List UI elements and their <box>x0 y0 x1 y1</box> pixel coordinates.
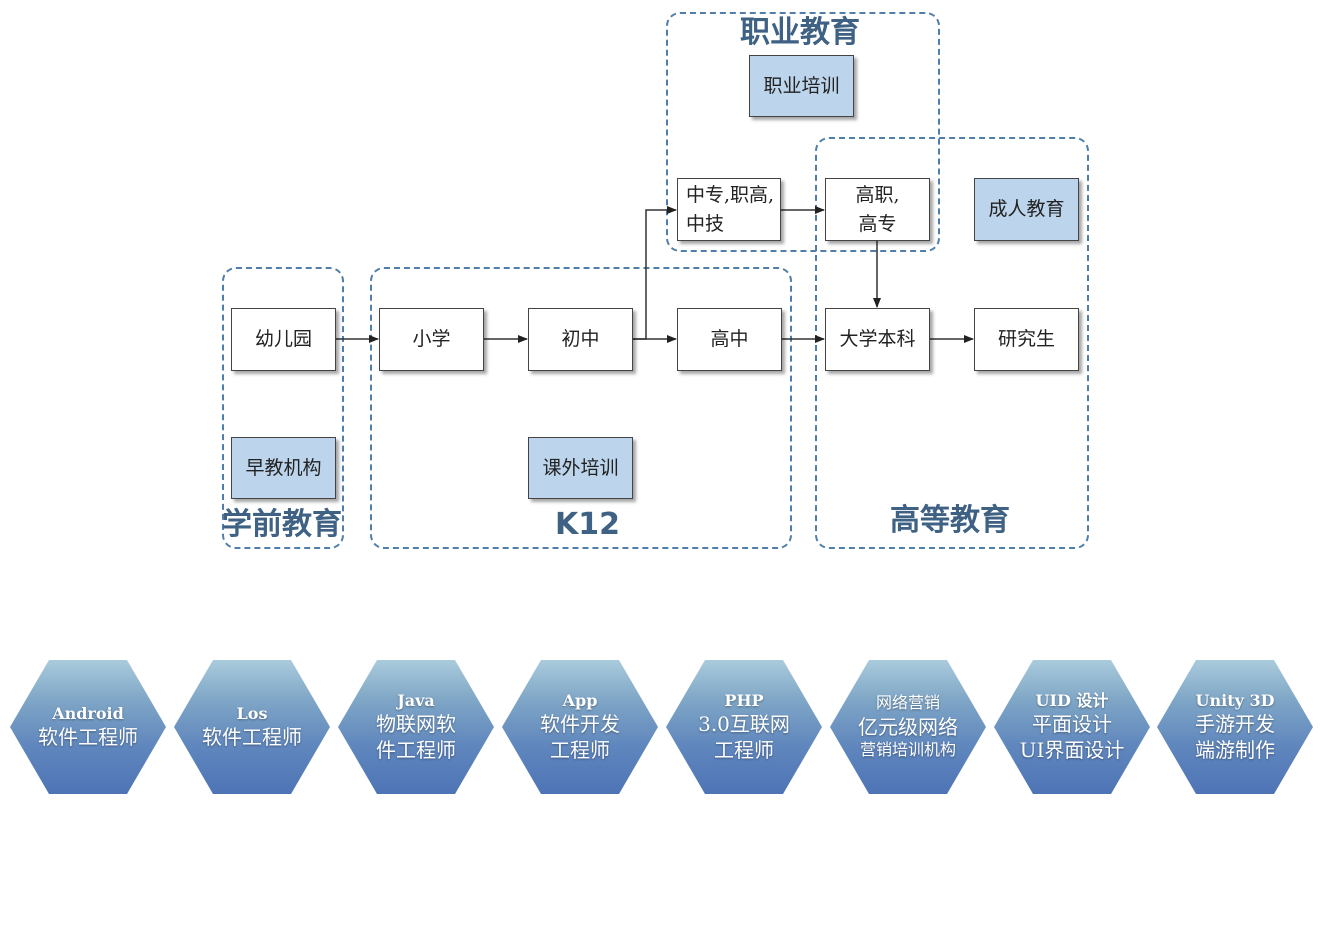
node-junior-high: 初中 <box>528 308 633 371</box>
hexagon-uid-design-line1: UID 设计 <box>1035 690 1109 710</box>
hexagon-los-line1: Los <box>236 703 268 723</box>
hexagon-android-line1: Android <box>52 703 124 723</box>
node-secondary-vocational: 中专,职高, 中技 <box>677 178 781 241</box>
region-higher-education <box>815 137 1089 549</box>
hexagon-los-line2: 软件工程师 <box>202 725 302 750</box>
node-undergraduate: 大学本科 <box>825 308 930 371</box>
hexagon-unity-3d-line2: 手游开发 <box>1195 712 1275 737</box>
hexagon-java-line2: 物联网软 <box>376 712 456 737</box>
hexagon-uid-design-line2: 平面设计 <box>1032 712 1112 737</box>
hexagon-network-marketing-line1: 网络营销 <box>875 693 940 713</box>
hexagon-unity-3d-line1: Unity 3D <box>1195 690 1275 710</box>
hexagon-app-line1: App <box>562 690 598 710</box>
hexagon-java-line3: 件工程师 <box>376 738 456 763</box>
node-higher-vocational-line1: 高职, <box>855 184 900 206</box>
region-preschool-education <box>222 267 344 549</box>
hexagon-android-line2: 软件工程师 <box>38 725 138 750</box>
node-graduate: 研究生 <box>974 308 1079 371</box>
node-early-education: 早教机构 <box>231 437 336 499</box>
region-title-higher: 高等教育 <box>890 503 1010 538</box>
region-title-vocational: 职业教育 <box>740 15 860 50</box>
hexagon-network-marketing-line3: 营销培训机构 <box>859 740 956 759</box>
region-title-k12: K12 <box>555 507 620 542</box>
hexagon-uid-design-line3: UI界面设计 <box>1019 738 1125 763</box>
node-secondary-vocational-line2: 中技 <box>686 212 725 235</box>
region-k12 <box>370 267 792 549</box>
node-tutoring: 课外培训 <box>528 437 633 499</box>
node-primary: 小学 <box>379 308 484 371</box>
node-vocational-training: 职业培训 <box>749 55 854 117</box>
node-senior-high: 高中 <box>677 308 782 371</box>
hexagon-unity-3d-line3: 端游制作 <box>1195 738 1275 763</box>
hexagon-php-line3: 工程师 <box>714 738 774 763</box>
node-secondary-vocational-line1: 中专,职高, <box>686 184 775 206</box>
hexagon-app-line2: 软件开发 <box>540 712 620 737</box>
hexagon-java-line1: Java <box>397 690 435 710</box>
region-vocational-education <box>666 12 940 252</box>
node-kindergarten: 幼儿园 <box>231 308 336 371</box>
hexagon-php-line1: PHP <box>724 690 764 710</box>
hexagon-app-line3: 工程师 <box>550 738 610 763</box>
region-title-preschool: 学前教育 <box>222 507 342 542</box>
arrow-junior-secondary-vocational <box>632 206 677 340</box>
hexagon-php-line2: 3.0互联网 <box>698 712 790 737</box>
node-higher-vocational: 高职, 高专 <box>825 178 930 241</box>
node-higher-vocational-line2: 高专 <box>858 212 897 235</box>
hexagon-network-marketing-line2: 亿元级网络 <box>858 715 958 739</box>
node-adult-education: 成人教育 <box>974 178 1079 241</box>
